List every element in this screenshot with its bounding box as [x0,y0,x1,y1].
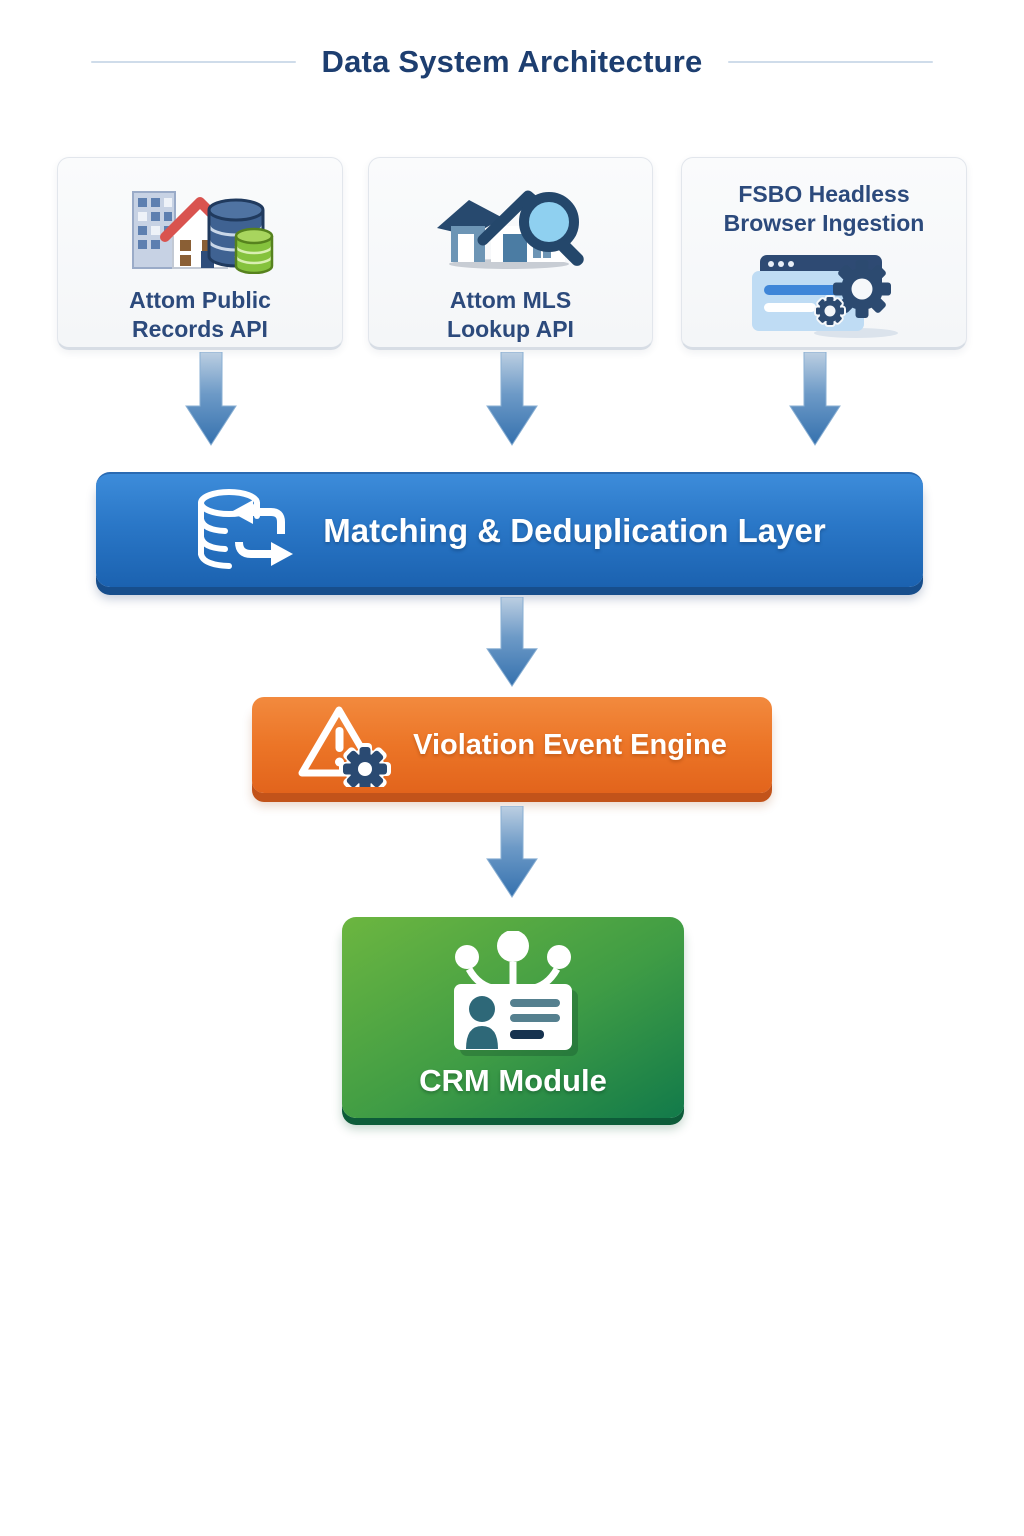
source-label-fsbo-ingestion: FSBO Headless Browser Ingestion [723,181,925,237]
down-arrow-icon [484,805,540,900]
contact-card-network-icon [423,931,603,1057]
violation-event-engine-node: Violation Event Engine [252,697,772,793]
page-title: Data System Architecture [321,44,703,79]
matching-deduplication-layer-node: Matching & Deduplication Layer [96,472,923,587]
house-magnifier-icon [431,174,591,278]
source-label-attom-public-records: Attom Public Records API [129,287,271,343]
down-arrow-icon [787,351,843,448]
browser-gears-icon [744,245,904,341]
diagram-header: Data System Architecture [0,44,1024,80]
crm-module-label: CRM Module [419,1063,607,1098]
title-divider-right [728,61,934,63]
source-node-attom-public-records: Attom Public Records API [57,157,343,350]
warning-gear-icon [297,703,397,787]
down-arrow-icon [484,596,540,689]
violation-engine-label: Violation Event Engine [413,728,727,761]
source-node-attom-mls-lookup: Attom MLS Lookup API [368,157,653,350]
matching-layer-label: Matching & Deduplication Layer [323,511,826,549]
source-node-fsbo-ingestion: FSBO Headless Browser Ingestion [681,157,967,350]
title-divider-left [90,61,296,63]
crm-module-node: CRM Module [342,917,684,1118]
database-sync-icon [193,488,297,574]
down-arrow-icon [484,351,540,448]
building-house-database-icon [125,174,275,278]
source-label-attom-mls-lookup: Attom MLS Lookup API [447,287,574,343]
down-arrow-icon [183,351,239,448]
